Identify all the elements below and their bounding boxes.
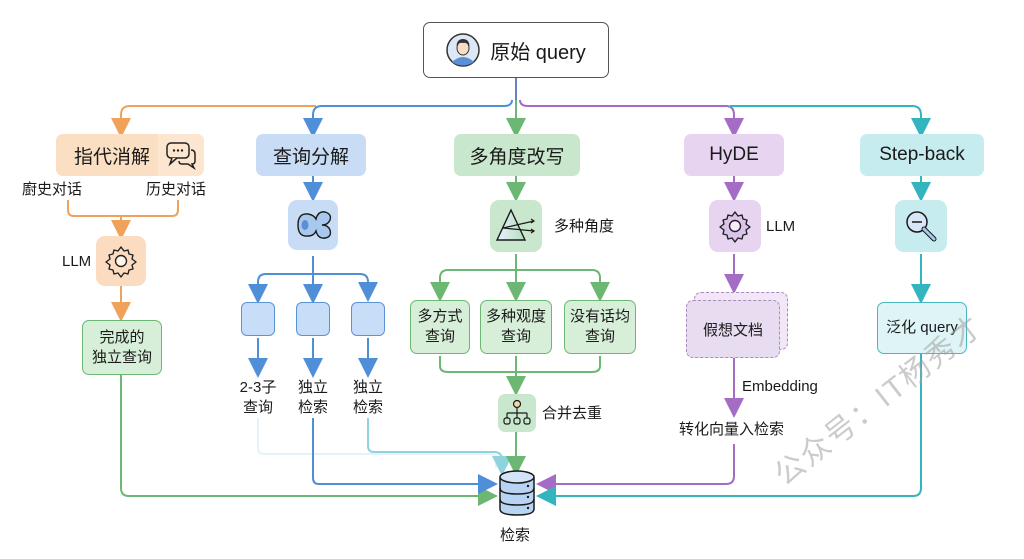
sub-query-label-1: 2-3子 查询 [239, 379, 277, 416]
variant-node-2: 多种观度 查询 [480, 300, 552, 354]
merge-icon-node [498, 394, 536, 432]
brace-history [67, 200, 179, 217]
edge-sub1-sink [257, 418, 497, 468]
prism-icon-node [490, 200, 542, 252]
stepback-title: Step-back [860, 134, 984, 176]
hyde-title: HyDE [684, 134, 784, 176]
coref-llm-node [96, 236, 146, 286]
edge-root-hyde [519, 99, 744, 138]
sub-query-label-2: 独立 检索 [297, 379, 328, 416]
hypothetical-doc-node: 假想文档 [686, 292, 788, 358]
embedding-label: Embedding [742, 378, 818, 395]
prism-label: 多种角度 [554, 218, 615, 235]
hyde-result-label: 转化向量入检索 [679, 421, 785, 438]
coref-result-node: 完成的 独立查询 [82, 320, 162, 375]
edge-variants-merge [439, 356, 601, 373]
retrieval-sink-node [496, 468, 538, 518]
sub-query-box-3 [351, 302, 385, 336]
edge-sub2-sink [312, 418, 498, 494]
hyde-llm-label: LLM [766, 218, 796, 235]
split-blob-icon [297, 211, 332, 239]
doc-front: 假想文档 [686, 300, 780, 358]
hyde-llm-node [709, 200, 761, 252]
merge-label: 合并去重 [542, 405, 603, 422]
history-dialog-1: 廚史对话 [22, 181, 83, 198]
stepback-icon-node [895, 200, 947, 252]
root-query-node: 原始 query [423, 22, 609, 78]
variant-node-3: 没有话均 查询 [564, 300, 636, 354]
retrieval-sink-label: 检索 [500, 527, 531, 544]
sub-query-label-3: 独立 检索 [352, 379, 383, 416]
database-icon [499, 470, 535, 516]
root-query-label: 原始 query [490, 41, 586, 64]
edge-coref-sink [120, 375, 498, 506]
hierarchy-icon [503, 399, 531, 425]
prism-icon [495, 208, 536, 241]
user-avatar-icon [446, 33, 480, 67]
edge-stepback-sink [536, 354, 922, 506]
multi-title: 多角度改写 [454, 134, 580, 176]
stepback-result-node: 泛化 query [877, 302, 967, 354]
sub-query-box-1 [241, 302, 275, 336]
history-dialog-2: 历史对话 [146, 181, 207, 198]
gear-icon [719, 211, 751, 243]
sub-query-box-2 [296, 302, 330, 336]
decompose-icon-node [288, 200, 338, 250]
edge-sub3-sink [367, 418, 512, 476]
edge-root-coref [111, 105, 316, 138]
edge-hyde-sink [536, 444, 735, 494]
chat-bubbles-icon [158, 134, 204, 176]
coref-llm-label: LLM [62, 253, 92, 270]
gear-icon [105, 246, 137, 278]
edge-root-stepback [730, 105, 931, 138]
edge-root-decompose [303, 99, 513, 138]
zoom-out-icon [906, 211, 937, 242]
decompose-title: 查询分解 [256, 134, 366, 176]
variant-node-1: 多方式 查询 [410, 300, 470, 354]
